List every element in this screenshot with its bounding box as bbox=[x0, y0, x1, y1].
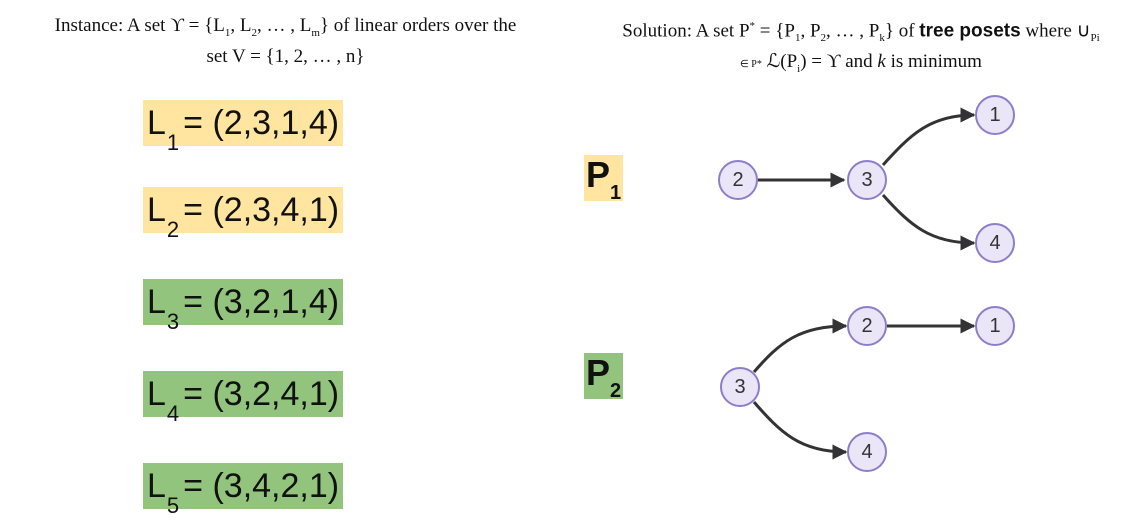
graph1-node-3: 3 bbox=[847, 160, 887, 200]
svg-text:3: 3 bbox=[861, 169, 872, 191]
graph1-node-2: 2 bbox=[718, 160, 758, 200]
edge-3-to-1 bbox=[881, 107, 976, 167]
order-l1: L1= (2,3,1,4) bbox=[143, 100, 344, 155]
order-l2: L2= (2,3,4,1) bbox=[143, 187, 344, 242]
svg-text:1: 1 bbox=[989, 315, 1000, 337]
svg-text:4: 4 bbox=[989, 232, 1000, 254]
instance-line-1: Instance: A set ϒ = {L1, L2, … , Lm} of … bbox=[54, 15, 517, 39]
poset-label-p2: P2 bbox=[584, 352, 624, 402]
graph2-node-4: 4 bbox=[847, 432, 887, 472]
instance-line-2: set V = {1, 2, … , n} bbox=[206, 45, 365, 67]
graph2-node-3: 3 bbox=[720, 367, 760, 407]
solution-line-1: Solution: A set P* = {P1, P2, … , Pk} of… bbox=[622, 20, 1100, 45]
graph2-node-1: 1 bbox=[975, 306, 1015, 346]
graph1-edges bbox=[758, 107, 976, 251]
instance-header: Instance: A set ϒ = {L1, L2, … , Lm} of … bbox=[18, 14, 553, 69]
edge-3-to-4-b bbox=[752, 401, 848, 460]
svg-text:4: 4 bbox=[861, 441, 872, 463]
svg-text:2: 2 bbox=[861, 315, 872, 337]
graph1-node-4: 4 bbox=[975, 223, 1015, 263]
edge-3-to-2 bbox=[752, 318, 848, 373]
order-l4: L4= (3,2,4,1) bbox=[143, 371, 344, 426]
svg-text:1: 1 bbox=[989, 104, 1000, 126]
graph2-edges bbox=[752, 318, 976, 460]
svg-text:3: 3 bbox=[734, 376, 745, 398]
graph2-node-2: 2 bbox=[847, 306, 887, 346]
solution-header: Solution: A set P* = {P1, P2, … , Pk} of… bbox=[596, 14, 1126, 81]
solution-line-2: ∈ P* ℒ(Pi) = ϒ and k is minimum bbox=[740, 51, 982, 75]
poset-label-p1: P1 bbox=[584, 154, 624, 204]
graph1-node-1: 1 bbox=[975, 95, 1015, 135]
edge-3-to-4 bbox=[881, 193, 976, 251]
svg-text:2: 2 bbox=[732, 169, 743, 191]
order-l3: L3= (3,2,1,4) bbox=[143, 279, 344, 334]
order-l5: L5= (3,4,2,1) bbox=[143, 463, 344, 518]
